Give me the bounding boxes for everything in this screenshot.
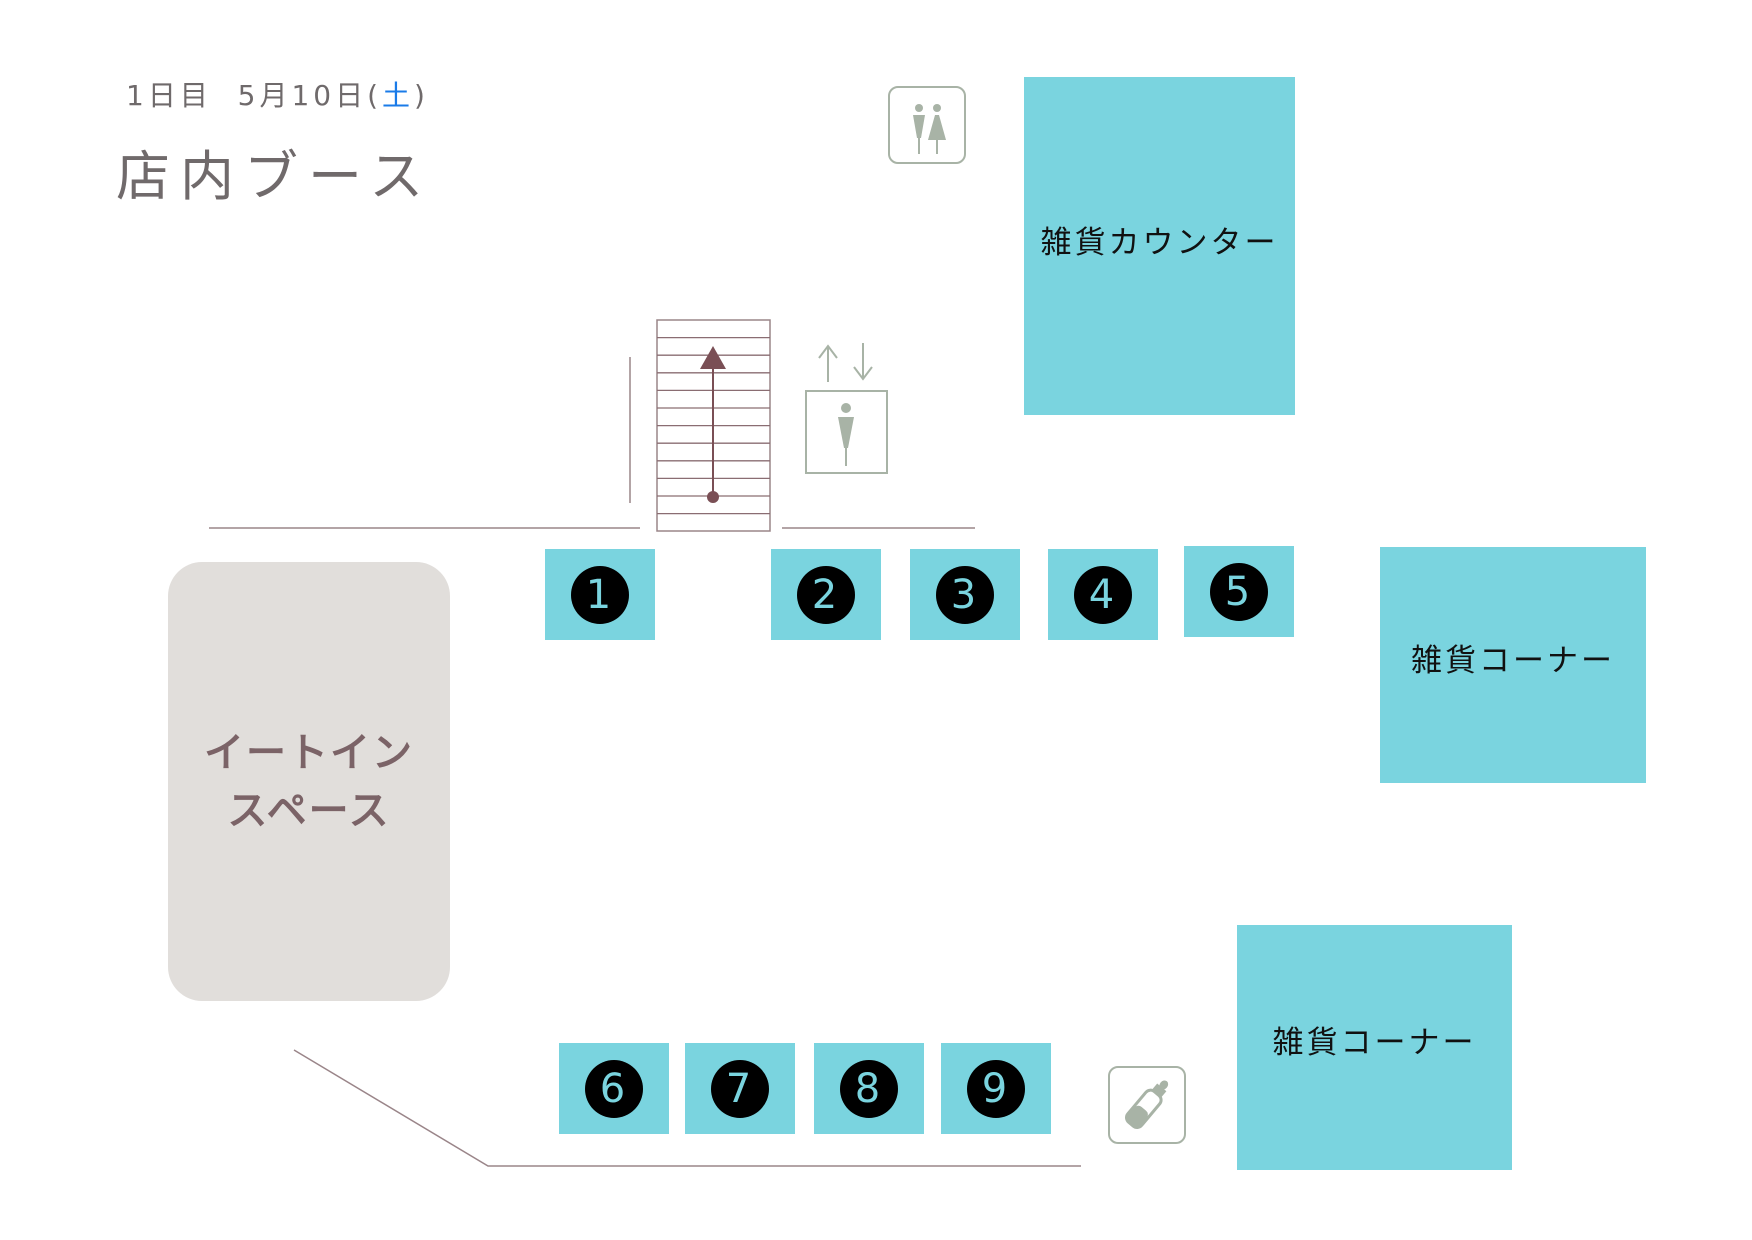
booth-4[interactable]: 4 bbox=[1048, 549, 1158, 640]
stairs-icon bbox=[656, 319, 771, 532]
eat-in-space: イートイン スペース bbox=[168, 562, 450, 1001]
elevator-icon bbox=[805, 343, 888, 474]
goods-corner-bottom: 雑貨コーナー bbox=[1237, 925, 1512, 1170]
booth-8[interactable]: 8 bbox=[814, 1043, 924, 1134]
booth-number: 8 bbox=[840, 1059, 898, 1118]
booth-7[interactable]: 7 bbox=[685, 1043, 795, 1134]
wall-bottom bbox=[293, 1049, 1081, 1167]
booth-1[interactable]: 1 bbox=[545, 549, 655, 640]
booth-number: 1 bbox=[571, 565, 629, 624]
day-of-week: 土 bbox=[382, 79, 415, 112]
booth-9[interactable]: 9 bbox=[941, 1043, 1051, 1134]
corner-right-label: 雑貨コーナー bbox=[1411, 643, 1615, 679]
goods-corner-right: 雑貨コーナー bbox=[1380, 547, 1646, 783]
date-subtitle: 1日目 5月10日(土) bbox=[126, 74, 429, 114]
date-label: 5月10日 bbox=[237, 79, 368, 112]
counter-area: 雑貨カウンター bbox=[1024, 77, 1295, 415]
booth-number: 5 bbox=[1210, 562, 1268, 621]
booth-5[interactable]: 5 bbox=[1184, 546, 1294, 637]
baby-bottle-icon bbox=[1108, 1066, 1186, 1144]
booth-number: 2 bbox=[797, 565, 855, 624]
eatin-label-1: イートイン bbox=[204, 729, 414, 776]
booth-number: 6 bbox=[585, 1059, 643, 1118]
booth-number: 4 bbox=[1074, 565, 1132, 624]
eatin-label-2: スペース bbox=[227, 787, 391, 834]
booth-number: 3 bbox=[936, 565, 994, 624]
day-label: 1日目 bbox=[126, 79, 212, 112]
booth-6[interactable]: 6 bbox=[559, 1043, 669, 1134]
booth-2[interactable]: 2 bbox=[771, 549, 881, 640]
paren-close: ) bbox=[414, 79, 429, 112]
counter-label: 雑貨カウンター bbox=[1040, 225, 1279, 261]
booth-number: 7 bbox=[711, 1059, 769, 1118]
restroom-icon bbox=[888, 86, 966, 164]
booth-number: 9 bbox=[967, 1059, 1025, 1118]
corner-bottom-label: 雑貨コーナー bbox=[1272, 1025, 1477, 1061]
booth-3[interactable]: 3 bbox=[910, 549, 1020, 640]
paren-open: ( bbox=[367, 79, 383, 112]
page-title: 店内ブース bbox=[116, 145, 434, 208]
